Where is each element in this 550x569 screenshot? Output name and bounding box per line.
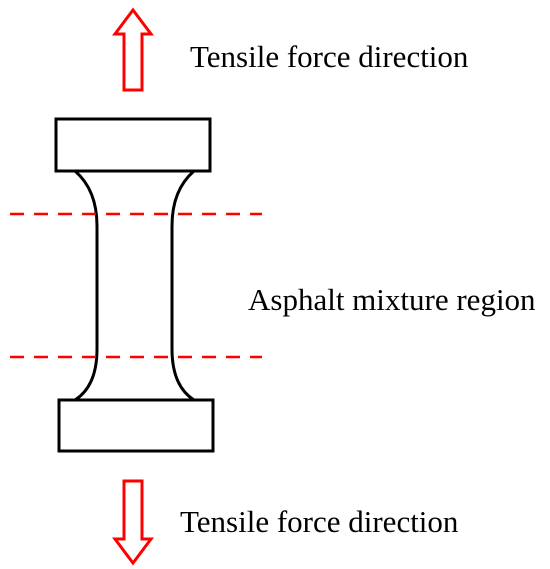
bottom-force-label: Tensile force direction <box>180 504 459 539</box>
top-grip <box>54 117 212 173</box>
specimen-neck <box>73 169 196 402</box>
up-arrow-icon <box>112 7 154 92</box>
top-force-label: Tensile force direction <box>190 39 469 74</box>
bottom-grip <box>57 398 215 453</box>
region-label: Asphalt mixture region <box>248 282 536 317</box>
down-arrow-icon <box>112 479 154 566</box>
